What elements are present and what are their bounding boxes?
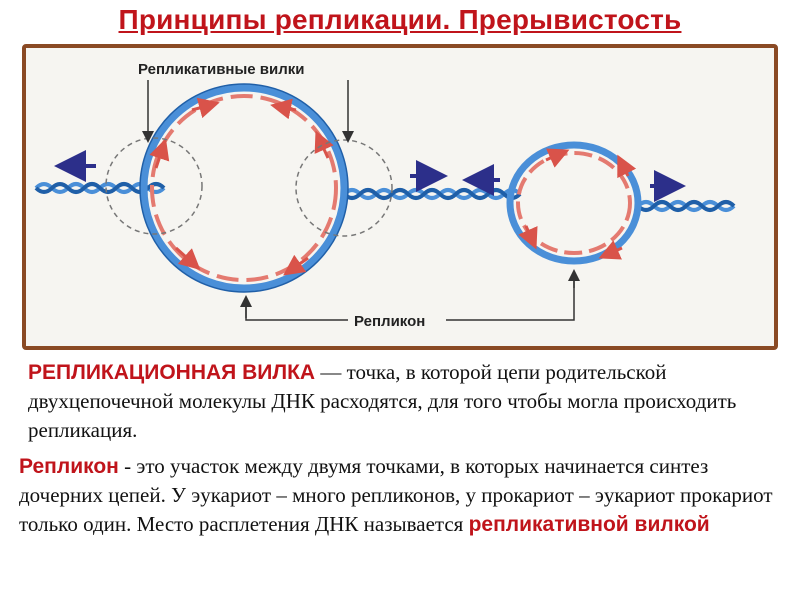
forks-label-bg — [132, 58, 362, 80]
replication-bubble-large — [139, 83, 349, 293]
replication-bubble-small — [506, 141, 642, 265]
replicon-bracket-right — [446, 274, 575, 321]
term-replicon: Репликон — [19, 455, 119, 478]
fork-circle-left — [105, 137, 203, 235]
term-replication-fork: РЕПЛИКАЦИОННАЯ ВИЛКА — [28, 361, 316, 384]
definition-replicon: Репликон - это участок между двумя точка… — [19, 452, 779, 539]
page-title: Принципы репликации. Прерывистость — [118, 4, 682, 35]
replicon-label: Репликон — [354, 313, 425, 330]
definition-replication-fork-text: — точка, в которой цепи родительской дву… — [28, 360, 737, 442]
term-replicative-fork-highlight: репликативной вилкой — [468, 513, 710, 536]
definition-replication-fork: РЕПЛИКАЦИОННАЯ ВИЛКА — точка, в которой … — [28, 358, 768, 445]
definition-replicon-text: - это участок между двумя точками, в кот… — [19, 454, 773, 536]
forks-label: Репликативные вилки — [138, 61, 305, 78]
diagram-canvas: Репликативные вилки Репликон — [26, 48, 774, 346]
replication-diagram: Репликативные вилки Репликон — [22, 44, 778, 350]
dna-helix-right — [636, 200, 736, 212]
